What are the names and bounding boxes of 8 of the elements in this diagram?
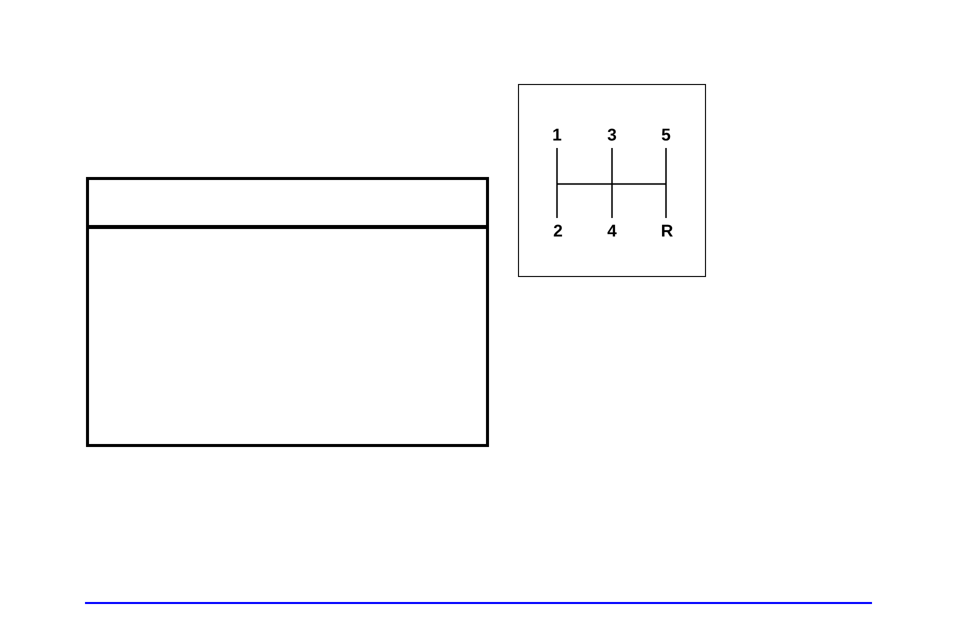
notice-panel bbox=[86, 177, 489, 447]
gear-number: 2 bbox=[553, 222, 563, 240]
gear-number: 3 bbox=[607, 126, 617, 144]
gear-number: 1 bbox=[552, 126, 562, 144]
gear-number: 5 bbox=[661, 126, 671, 144]
gear-number: R bbox=[660, 222, 674, 240]
shift-pattern-frame bbox=[518, 84, 706, 277]
gear-number: 4 bbox=[607, 222, 617, 240]
